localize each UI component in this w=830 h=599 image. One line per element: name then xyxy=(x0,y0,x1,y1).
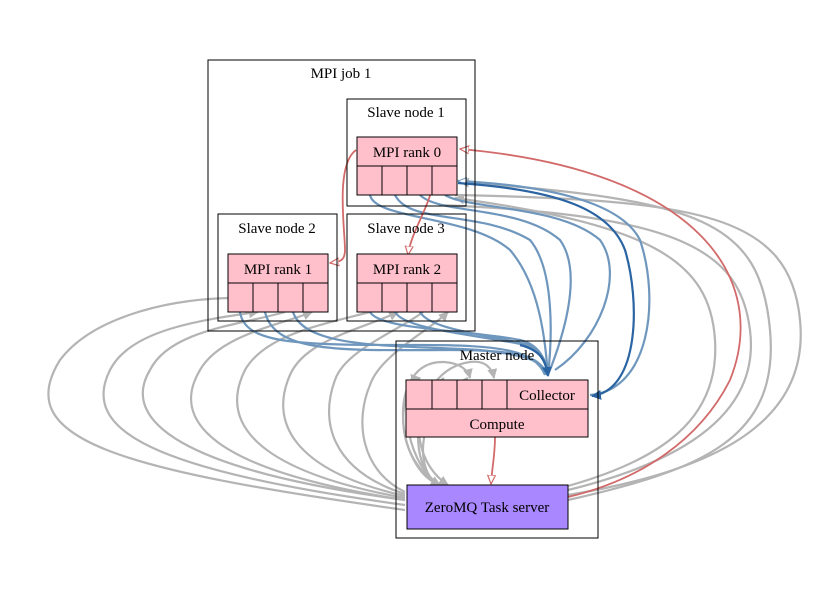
edge-red xyxy=(330,149,357,263)
cluster-label-mpi-job: MPI job 1 xyxy=(311,66,372,82)
node-label-mpi-rank-1: MPI rank 1 xyxy=(244,262,312,278)
edge-blue xyxy=(368,194,550,376)
edge-blue xyxy=(419,194,572,376)
edge-gray xyxy=(282,311,406,498)
node-zeromq-task-server: ZeroMQ Task server xyxy=(406,484,569,530)
node-label-mpi-rank-0: MPI rank 0 xyxy=(373,145,441,161)
node-mpi-rank-0: MPI rank 0 xyxy=(356,136,458,196)
edge-gray xyxy=(47,296,406,512)
edge-gray xyxy=(236,310,406,500)
edge-gray xyxy=(190,310,406,502)
edge-blue xyxy=(444,194,611,371)
edge-blue xyxy=(394,194,552,376)
node-label-mpi-rank-2: MPI rank 2 xyxy=(373,262,441,278)
edge-gray xyxy=(102,308,406,507)
edge-gray xyxy=(454,194,717,488)
edge-gray xyxy=(417,360,498,487)
node-label-compute: Compute xyxy=(470,417,525,433)
edge-blue xyxy=(458,181,651,397)
edge-gray xyxy=(401,360,473,487)
edge-gray xyxy=(141,310,406,502)
blue-edges xyxy=(238,181,651,400)
edge-red xyxy=(491,436,495,484)
edge-blue xyxy=(457,181,635,400)
cluster-label-slave-node-3: Slave node 3 xyxy=(367,221,444,237)
node-mpi-rank-2: MPI rank 2 xyxy=(356,253,458,313)
cluster-mpi-job: MPI job 1 xyxy=(207,59,476,332)
edge-blue xyxy=(291,311,550,376)
cluster-slave-node-1: Slave node 1 xyxy=(346,98,467,207)
node-label-collector: Collector xyxy=(519,388,575,404)
edge-red xyxy=(460,149,742,498)
node-mpi-rank-1: MPI rank 1 xyxy=(227,253,329,313)
cluster-slave-node-2: Slave node 2 xyxy=(217,213,338,322)
cluster-label-slave-node-1: Slave node 1 xyxy=(367,105,444,121)
node-label-task-server: ZeroMQ Task server xyxy=(425,500,549,516)
cluster-master-node: Master node xyxy=(395,340,599,539)
cluster-label-slave-node-2: Slave node 2 xyxy=(238,221,315,237)
edge-blue xyxy=(519,343,552,377)
edge-gray xyxy=(454,193,802,497)
cluster-label-master-node: Master node xyxy=(460,348,535,364)
node-collector-compute: Collector Compute xyxy=(405,379,589,438)
edge-gray xyxy=(328,311,424,496)
edge-gray xyxy=(439,203,753,492)
cluster-slave-node-3: Slave node 3 xyxy=(346,213,467,322)
